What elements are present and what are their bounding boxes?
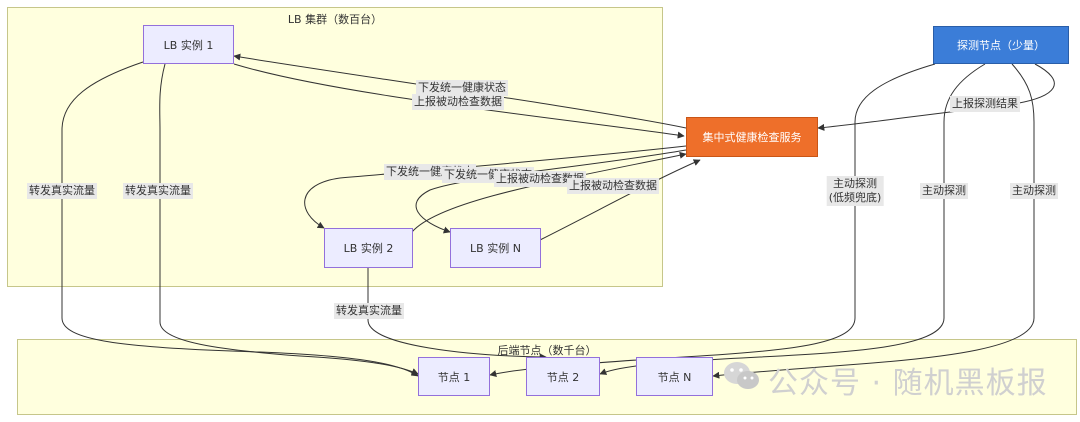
- lb-instance-n[interactable]: LB 实例 N: [450, 228, 541, 268]
- backend-node-1-label: 节点 1: [437, 370, 471, 384]
- edge-label-probe-1: 主动探测 (低频兜底): [826, 176, 884, 206]
- backend-cluster: 后端节点（数千台）: [17, 339, 1077, 415]
- edge-lbn-central: [539, 159, 701, 241]
- central-health-check-service[interactable]: 集中式健康检查服务: [686, 117, 818, 157]
- central-health-check-label: 集中式健康检查服务: [702, 131, 802, 144]
- lb-instance-2[interactable]: LB 实例 2: [324, 228, 413, 268]
- lb-cluster-title: LB 集群（数百台）: [287, 13, 383, 26]
- edge-lb1-node1-b: [159, 63, 419, 375]
- lb-instance-n-label: LB 实例 N: [470, 242, 521, 255]
- probe-node[interactable]: 探测节点（少量）: [933, 26, 1069, 64]
- edge-lb1-node1-a: [61, 61, 419, 377]
- backend-node-2[interactable]: 节点 2: [526, 357, 600, 396]
- edge-probe-noden: [712, 63, 1035, 379]
- lb-instance-1[interactable]: LB 实例 1: [143, 25, 234, 64]
- edge-label-probe-2: 主动探测: [920, 183, 968, 199]
- edge-label-probe-3: 主动探测: [1010, 183, 1058, 199]
- edge-probe-node1: [489, 63, 936, 377]
- backend-node-1[interactable]: 节点 1: [418, 357, 490, 396]
- wechat-icon: [722, 359, 762, 401]
- edge-label-forward-1a: 转发真实流量: [27, 183, 97, 199]
- edge-label-dispatch-1: 下发统一健康状态: [416, 80, 508, 96]
- backend-node-n[interactable]: 节点 N: [636, 357, 713, 396]
- edge-label-report-probe: 上报探测结果: [950, 96, 1020, 112]
- edge-label-report-1: 上报被动检查数据: [412, 94, 504, 110]
- backend-node-2-label: 节点 2: [546, 370, 580, 384]
- watermark-text: 公众号 · 随机黑板报: [768, 366, 1048, 401]
- lb-instance-2-label: LB 实例 2: [343, 242, 394, 255]
- edge-lb2-node2: [367, 268, 547, 361]
- edge-lb2-central: [411, 151, 687, 233]
- edge-label-forward-2: 转发真实流量: [334, 303, 404, 319]
- edge-label-report-2: 上报被动检查数据: [494, 171, 586, 187]
- backend-node-n-label: 节点 N: [657, 370, 692, 384]
- lb-instance-1-label: LB 实例 1: [163, 38, 214, 52]
- probe-node-label: 探测节点（少量）: [957, 39, 1045, 52]
- edge-label-forward-1b: 转发真实流量: [123, 183, 193, 199]
- edge-central-lbn: [415, 149, 687, 234]
- watermark: 公众号 · 随机黑板报: [722, 359, 1048, 401]
- backend-cluster-title: 后端节点（数千台）: [497, 344, 597, 357]
- edge-label-report-3: 上报被动检查数据: [567, 178, 659, 194]
- edge-probe-node2: [599, 63, 986, 375]
